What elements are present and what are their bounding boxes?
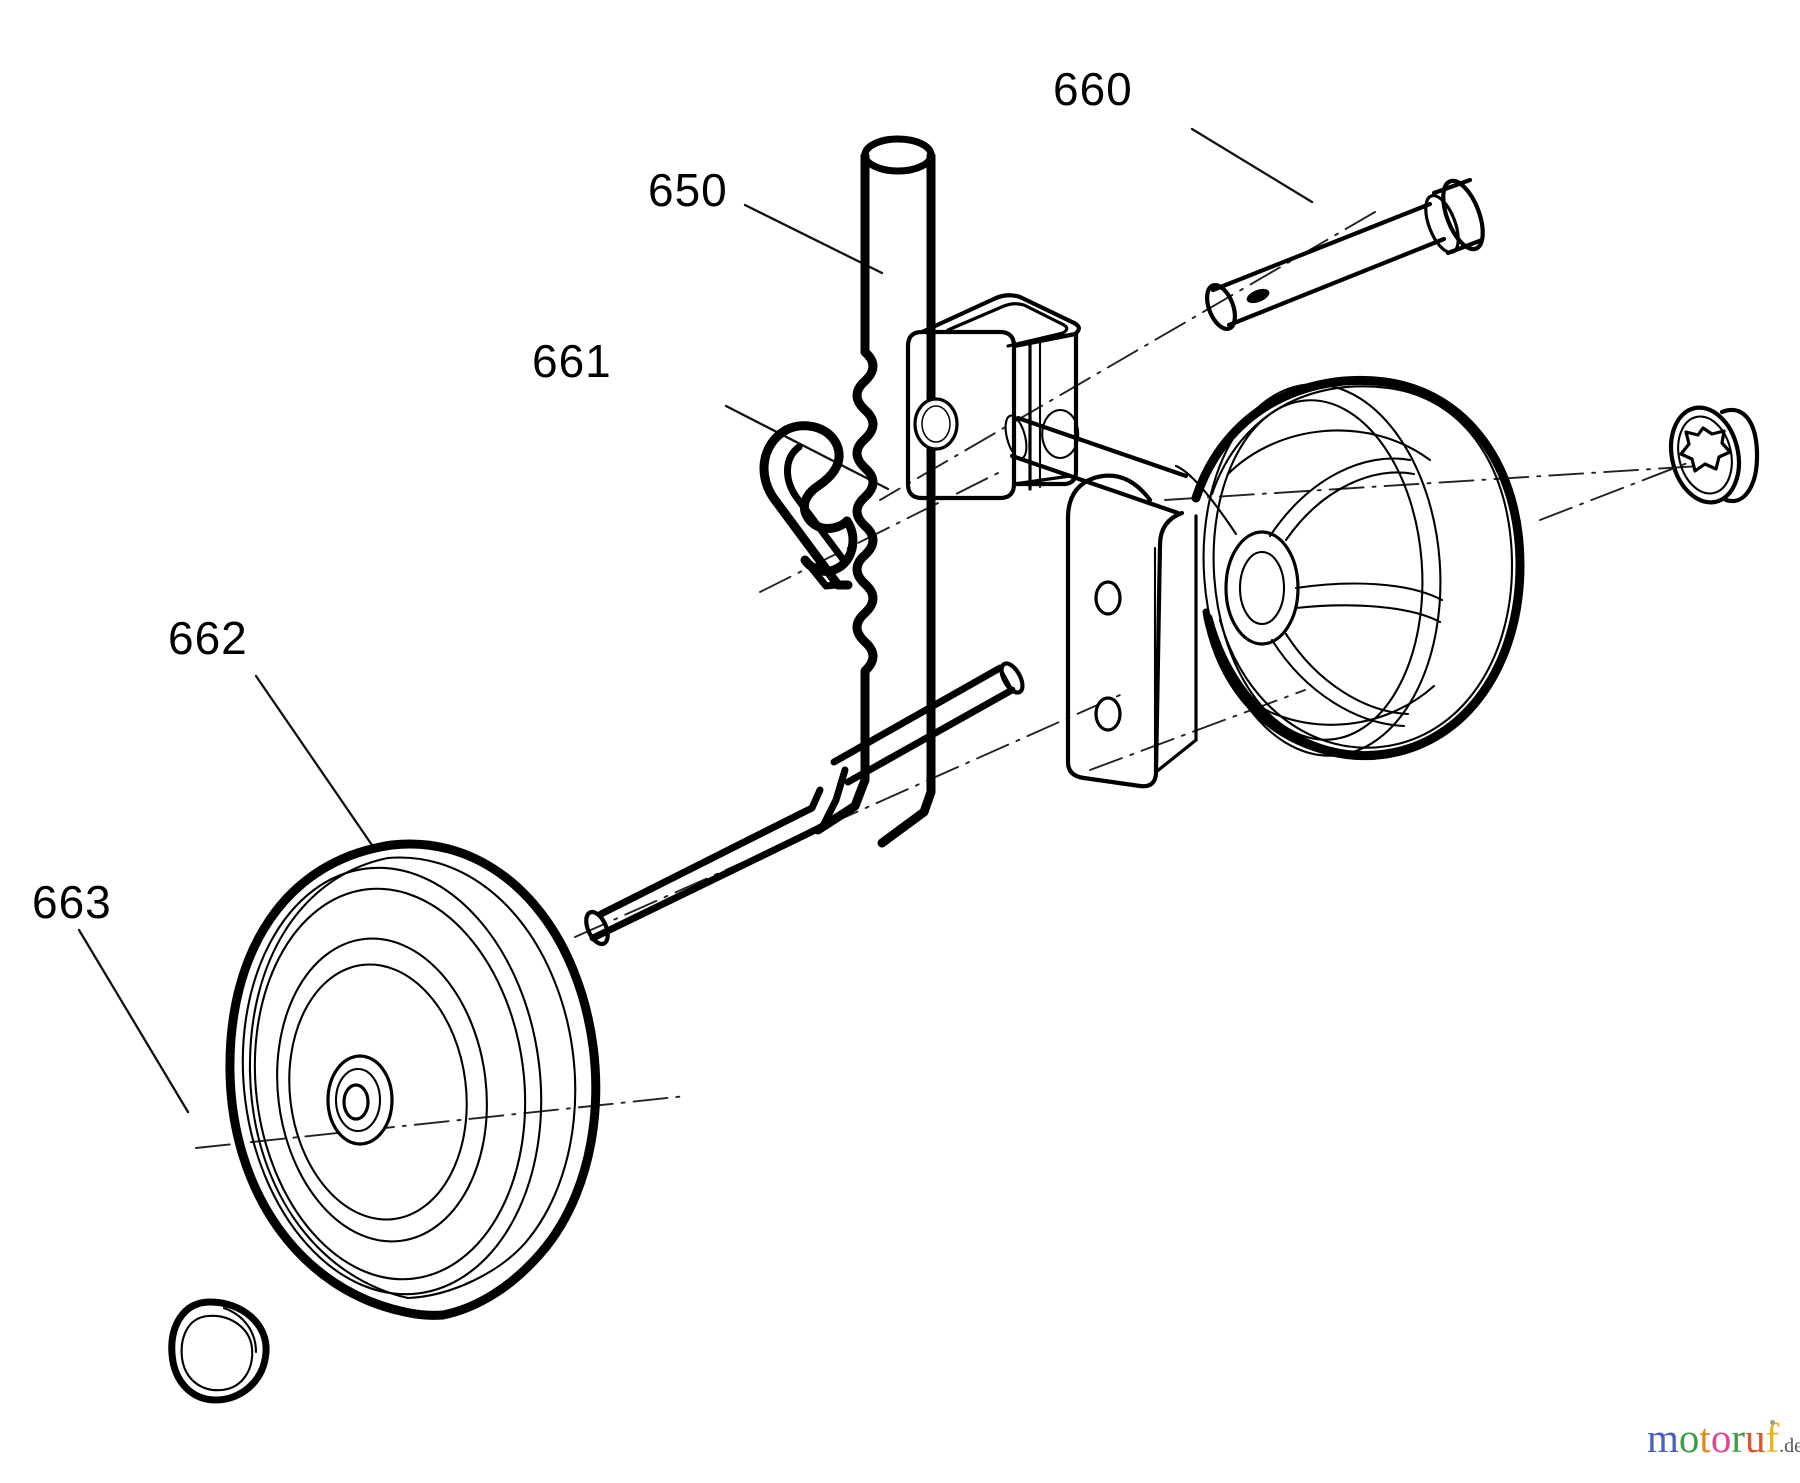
bar-left-endcap [584,909,610,947]
hubcap-inner-face [180,1314,254,1392]
wheel-support-arm [1004,414,1198,789]
screw-head-front [1668,405,1742,505]
arm-hole-lower [1094,696,1122,732]
pin-shank-upper [1210,201,1433,293]
wheel-r-rim-arc [1226,429,1432,476]
wheel-l-hub-bore [342,1083,370,1121]
screw-star-recess [1679,426,1732,473]
centerline-screw [1539,461,1691,521]
axle-stub-top [1015,415,1189,479]
bracket-hole-rear [1041,408,1080,459]
torx-screw [1539,405,1760,521]
pin-cross-hole [1246,288,1270,304]
hub-cap-663 [168,1298,270,1404]
watermark-tld: .de [1779,1435,1800,1457]
hairpin-tail [801,556,849,590]
wheel-r-lower-heavy [1202,608,1334,756]
hubcap-seam [222,1306,258,1354]
centerline-pin-bracket [879,211,1376,501]
wheel-l-hub-mid [334,1067,382,1133]
screw-head-front-inner [1677,415,1733,495]
hairpin-clip-661 [759,421,858,590]
rod-bottom-bend [813,775,870,835]
rod-bottom-bend-right [877,787,936,848]
arm-hole-upper [1094,580,1122,616]
bar-lower-edge [589,831,809,942]
wheel-l-ring-3 [276,937,488,1243]
watermark-letter-u: u [1744,1415,1766,1461]
motoruf-watermark: motoruf.de [1647,1418,1800,1459]
lower-axle-bar [584,661,1025,947]
leader-661 [724,404,890,491]
pin-shank-lower [1226,236,1447,328]
bar-knee-upper [796,786,824,818]
hairpin-inner-edge [784,443,849,566]
mounting-bracket [905,293,1081,501]
clevis-pin-660 [1204,177,1485,331]
bracket-top-face [919,293,1081,349]
axle-stub-bottom [1009,453,1181,516]
bracket-bottom-back [1012,474,1072,486]
centerline-hairpin [759,471,1001,593]
left-wheel-662 [225,839,601,1320]
wheel-l-tread-outer-right [387,839,601,1320]
support-rod-650 [813,135,936,848]
wheel-l-ring-4 [288,963,468,1221]
wheel-r-hub [1224,530,1300,646]
rod-notched-edge [852,347,878,705]
wheel-l-tread-outer [225,840,448,1320]
bracket-top-slot [946,302,1069,348]
wheel-r-sidewall2 [1212,399,1424,741]
wheel-r-spokes [1174,457,1444,728]
watermark-letter-m: m [1647,1415,1679,1461]
wheel-l-ring-2 [253,887,527,1281]
leader-663 [77,928,190,1114]
axle-stub-root [1004,414,1028,460]
watermark-letter-r: r [1731,1415,1745,1461]
watermark-letter-o1: o [1678,1415,1700,1461]
pin-front-face [1204,283,1238,331]
pin-head-bottom [1445,237,1485,256]
bar-right-endcap [999,661,1025,695]
hubcap-dome [168,1298,270,1404]
leader-lines [77,127,1314,1114]
centerlines [195,211,1701,1149]
screw-head-rear [1719,408,1760,504]
callout-label-650: 650 [648,164,728,216]
wheel-l-ring-1 [241,866,543,1296]
callout-label-662: 662 [168,612,248,664]
bar-knee [801,766,849,839]
callout-label-663: 663 [32,876,112,928]
wheel-r-rim-arc2 [1234,684,1436,726]
watermark-letter-f: f [1765,1415,1780,1461]
hairpin-loop-top [781,421,844,491]
wheel-r-sidewall [1202,383,1442,757]
pin-head-top [1431,177,1473,196]
arm-bottom-face [1154,738,1198,774]
watermark-letter-t: t [1699,1415,1711,1461]
arm-outline [1065,473,1185,789]
callout-label-661: 661 [532,335,612,387]
centerline-axle [1164,465,1701,501]
wheel-l-tread-far-r [386,856,577,1300]
wheel-r-hub-inner [1238,550,1286,626]
bar-upper-edge [597,810,804,918]
leader-650 [743,203,884,275]
callout-label-660: 660 [1053,63,1133,115]
leader-662 [254,674,376,850]
bar-up-lower-edge [844,686,1016,786]
pin-head-outer [1441,178,1485,252]
hairpin-outer [759,425,853,590]
leader-660 [1190,127,1314,204]
right-wheel [1174,375,1525,760]
watermark-dot-accent [1770,1420,1775,1425]
centerline-left-wheel [195,1095,687,1149]
bar-up-upper-edge [830,664,1004,766]
watermark-letter-o2: o [1710,1415,1732,1461]
bracket-hole-front-inner [921,405,951,443]
wheel-l-tread-far [248,856,410,1300]
